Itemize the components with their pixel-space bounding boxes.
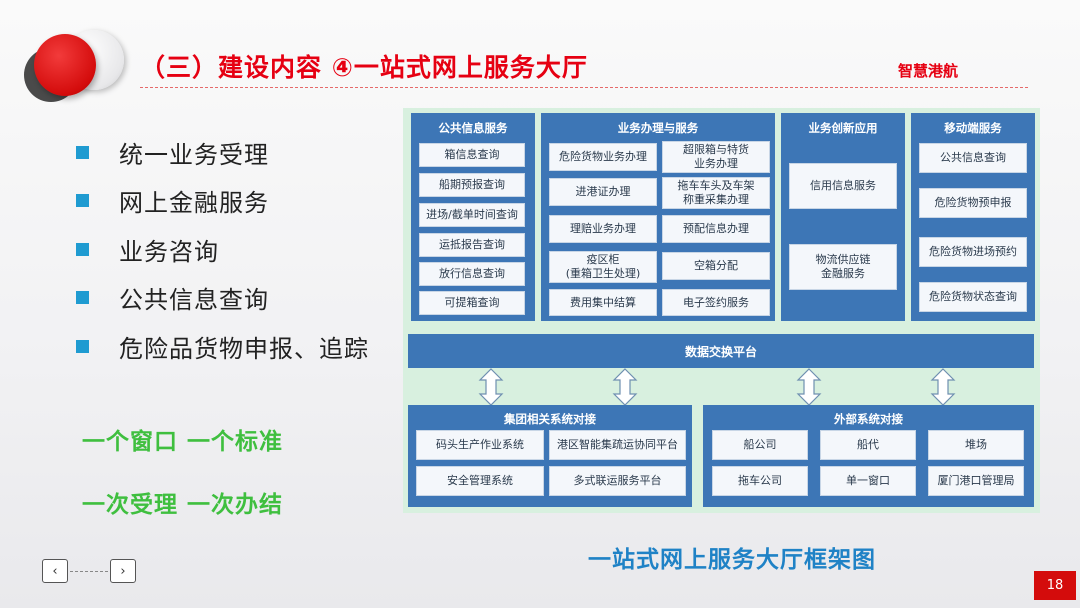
mobile-item: 危险货物状态查询 bbox=[919, 282, 1027, 312]
innovation-item: 物流供应链金融服务 bbox=[789, 244, 897, 290]
group-system-item: 安全管理系统 bbox=[416, 466, 544, 496]
bullet-square-icon bbox=[76, 242, 89, 256]
list-item: 业务咨询 bbox=[76, 225, 369, 274]
list-item: 网上金融服务 bbox=[76, 177, 369, 226]
public-info-item: 箱信息查询 bbox=[419, 143, 525, 167]
external-system-item: 厦门港口管理局 bbox=[928, 466, 1024, 496]
business-item: 进港证办理 bbox=[549, 178, 657, 206]
mobile-item: 公共信息查询 bbox=[919, 143, 1027, 173]
business-item: 疫区柜(重箱卫生处理) bbox=[549, 251, 657, 283]
public-info-item: 放行信息查询 bbox=[419, 262, 525, 286]
bullet-text: 统一业务受理 bbox=[119, 140, 269, 169]
navigation-divider bbox=[70, 571, 108, 572]
brand-label: 智慧港航 bbox=[898, 62, 959, 80]
group-system-item: 码头生产作业系统 bbox=[416, 430, 544, 460]
bidirectional-arrow-icon bbox=[478, 368, 504, 406]
decorative-circle-red bbox=[34, 34, 96, 96]
bullet-square-icon bbox=[76, 145, 89, 159]
next-slide-button[interactable]: › bbox=[110, 559, 136, 583]
bidirectional-arrow-icon bbox=[612, 368, 638, 406]
data-exchange-platform: 数据交换平台 bbox=[408, 334, 1034, 368]
bullet-list: 统一业务受理 网上金融服务 业务咨询 公共信息查询 危险品货物申报、追踪 bbox=[76, 128, 369, 371]
chevron-left-icon: ‹ bbox=[52, 563, 58, 579]
business-item: 空箱分配 bbox=[662, 252, 770, 280]
external-system-item: 船代 bbox=[820, 430, 916, 460]
list-item: 危险品货物申报、追踪 bbox=[76, 322, 369, 371]
business-item: 费用集中结算 bbox=[549, 289, 657, 316]
business-item: 超限箱与特货业务办理 bbox=[662, 141, 770, 173]
bullet-square-icon bbox=[76, 194, 89, 208]
bidirectional-arrow-icon bbox=[930, 368, 956, 406]
page-number-badge: 18 bbox=[1034, 571, 1076, 600]
slogan-one-acceptance: 一次受理 一次办结 bbox=[82, 492, 284, 518]
business-item: 预配信息办理 bbox=[662, 215, 770, 243]
business-item: 危险货物业务办理 bbox=[549, 143, 657, 171]
public-info-item: 进场/截单时间查询 bbox=[419, 203, 525, 227]
list-item: 统一业务受理 bbox=[76, 128, 369, 177]
external-system-item: 堆场 bbox=[928, 430, 1024, 460]
external-system-item: 船公司 bbox=[712, 430, 808, 460]
panel-title: 业务办理与服务 bbox=[617, 121, 699, 135]
mobile-item: 危险货物预申报 bbox=[919, 188, 1027, 218]
slide-title: （三）建设内容 ④一站式网上服务大厅 bbox=[140, 53, 588, 82]
panel-title: 集团相关系统对接 bbox=[504, 412, 596, 426]
business-item: 理赔业务办理 bbox=[549, 215, 657, 243]
panel-title: 移动端服务 bbox=[944, 121, 1002, 135]
bidirectional-arrow-icon bbox=[796, 368, 822, 406]
bullet-square-icon bbox=[76, 339, 89, 353]
list-item: 公共信息查询 bbox=[76, 274, 369, 323]
innovation-item: 信用信息服务 bbox=[789, 163, 897, 209]
bullet-text: 公共信息查询 bbox=[119, 286, 269, 315]
panel-title: 公共信息服务 bbox=[438, 121, 508, 135]
mobile-item: 危险货物进场预约 bbox=[919, 237, 1027, 267]
diagram-caption: 一站式网上服务大厅框架图 bbox=[588, 547, 876, 573]
title-divider bbox=[140, 87, 1028, 88]
business-item: 拖车车头及车架称重采集办理 bbox=[662, 177, 770, 209]
panel-title: 外部系统对接 bbox=[834, 412, 903, 426]
public-info-item: 可提箱查询 bbox=[419, 291, 525, 315]
business-item: 电子签约服务 bbox=[662, 289, 770, 316]
chevron-right-icon: › bbox=[120, 563, 126, 579]
group-system-item: 港区智能集疏运协同平台 bbox=[549, 430, 686, 460]
bullet-text: 业务咨询 bbox=[119, 237, 219, 266]
bullet-text: 网上金融服务 bbox=[119, 189, 269, 218]
external-system-item: 拖车公司 bbox=[712, 466, 808, 496]
public-info-item: 船期预报查询 bbox=[419, 173, 525, 197]
public-info-item: 运抵报告查询 bbox=[419, 233, 525, 257]
bullet-square-icon bbox=[76, 291, 89, 305]
panel-title: 业务创新应用 bbox=[808, 121, 878, 135]
group-system-item: 多式联运服务平台 bbox=[549, 466, 686, 496]
bullet-text: 危险品货物申报、追踪 bbox=[119, 334, 369, 363]
previous-slide-button[interactable]: ‹ bbox=[42, 559, 68, 583]
slogan-one-window: 一个窗口 一个标准 bbox=[82, 429, 284, 455]
external-system-item: 单一窗口 bbox=[820, 466, 916, 496]
